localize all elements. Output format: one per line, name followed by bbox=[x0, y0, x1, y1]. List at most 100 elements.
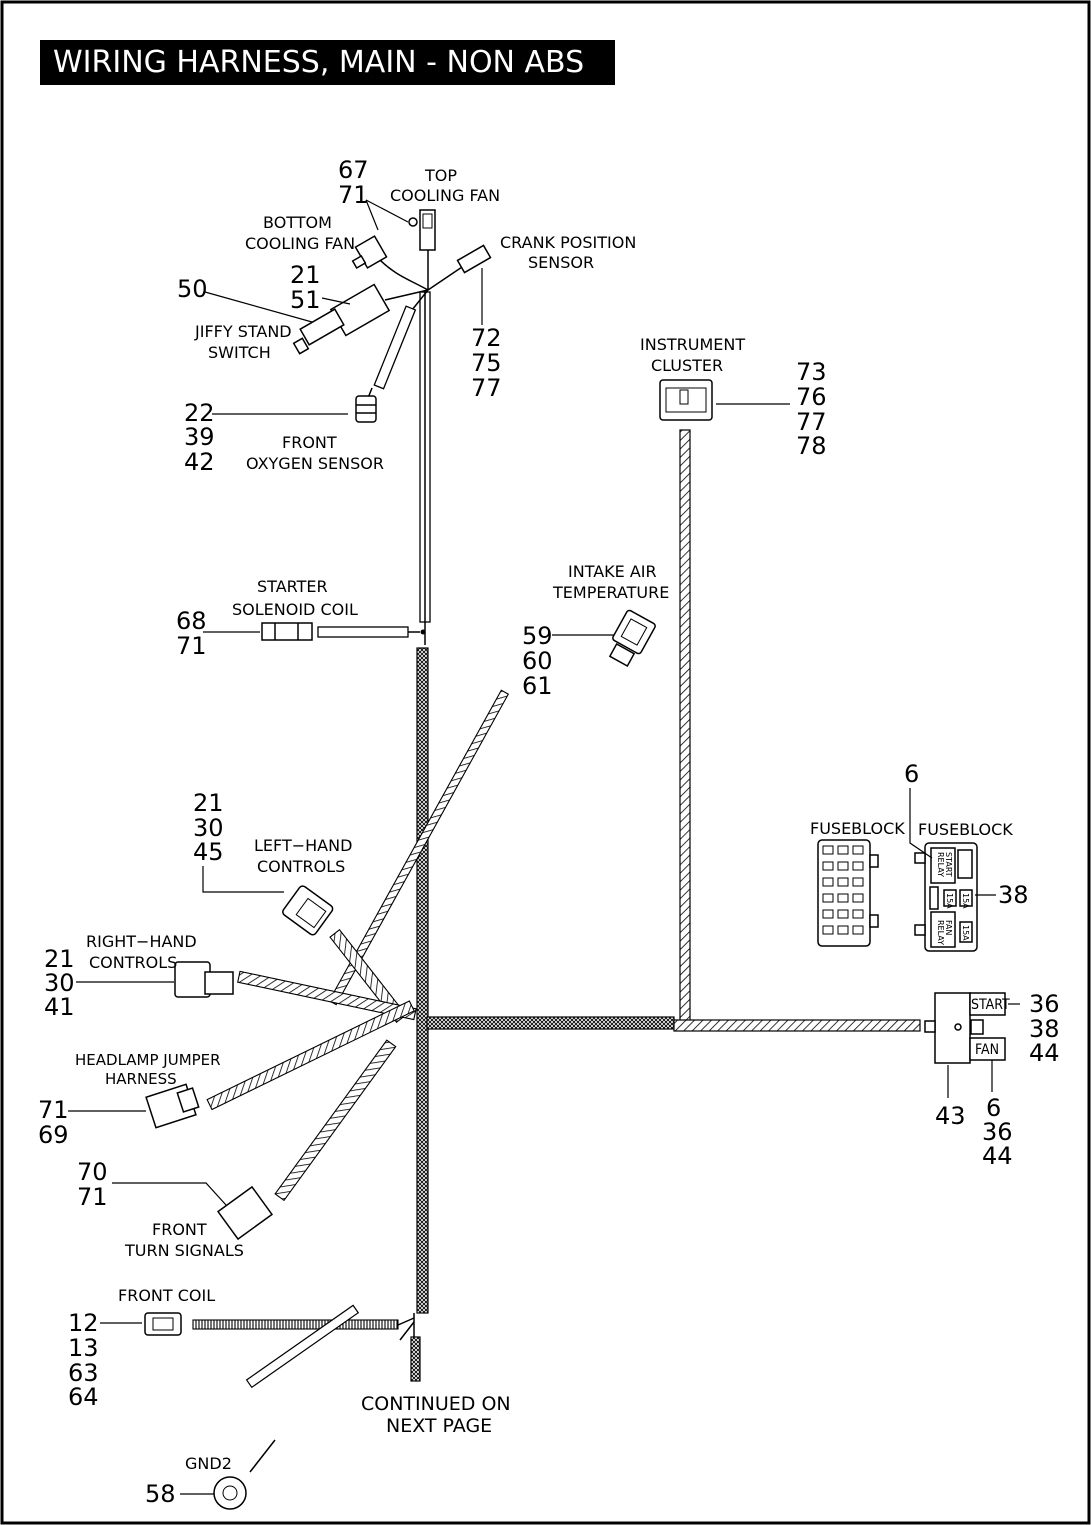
callout-76: 76 bbox=[796, 383, 827, 411]
fuse-slot bbox=[837, 909, 849, 919]
label-left-hand-1: LEFT−HAND bbox=[254, 836, 352, 855]
svg-text:FAN: FAN bbox=[944, 920, 953, 935]
intake-air-connector-base bbox=[608, 643, 636, 667]
label-crank-position-1: CRANK POSITION bbox=[500, 233, 636, 252]
callout-61: 61 bbox=[522, 672, 553, 700]
callout-44: 44 bbox=[1029, 1039, 1060, 1067]
fuse-slot bbox=[837, 893, 849, 903]
label-front-coil: FRONT COIL bbox=[118, 1286, 215, 1305]
svg-text:15A: 15A bbox=[961, 893, 970, 909]
label-top-cooling-fan-2: COOLING FAN bbox=[390, 186, 500, 205]
callout-41: 41 bbox=[44, 993, 75, 1021]
label-instrument-1: INSTRUMENT bbox=[640, 335, 745, 354]
title-banner: WIRING HARNESS, MAIN - NON ABS bbox=[40, 40, 615, 85]
label-oxygen-2: OXYGEN SENSOR bbox=[246, 454, 384, 473]
fuse-slot bbox=[852, 861, 864, 871]
callout-30b: 30 bbox=[44, 969, 75, 997]
callout-36b: 36 bbox=[982, 1118, 1013, 1146]
callout-21c: 21 bbox=[44, 945, 75, 973]
svg-text:15A: 15A bbox=[961, 925, 970, 941]
fuse-slot bbox=[852, 909, 864, 919]
callout-44b: 44 bbox=[982, 1142, 1013, 1170]
callout-38b: 38 bbox=[1029, 1015, 1060, 1043]
relay-block: START FAN bbox=[924, 992, 1010, 1064]
callout-6b: 6 bbox=[986, 1094, 1001, 1122]
callout-45: 45 bbox=[193, 838, 224, 866]
callout-77b: 77 bbox=[796, 408, 827, 436]
bottom-fan-branch bbox=[351, 235, 429, 291]
callout-22: 22 bbox=[184, 399, 215, 427]
label-jiffy-stand-1: JIFFY STAND bbox=[194, 322, 292, 341]
front-coil-branch bbox=[144, 1312, 415, 1336]
callout-73: 73 bbox=[796, 358, 827, 386]
label-continued-2: NEXT PAGE bbox=[386, 1415, 492, 1437]
label-right-hand-2: CONTROLS bbox=[89, 953, 177, 972]
fuse-slot bbox=[837, 877, 849, 887]
starter-solenoid-connector bbox=[261, 622, 313, 641]
label-intake-2: TEMPERATURE bbox=[552, 583, 669, 602]
main-trunk bbox=[410, 291, 431, 1382]
fuse-slot bbox=[822, 925, 834, 935]
fuse-slot bbox=[822, 845, 834, 855]
fuse-slot bbox=[852, 845, 864, 855]
callout-78: 78 bbox=[796, 432, 827, 460]
fuse-slot bbox=[822, 861, 834, 871]
callout-6: 6 bbox=[904, 760, 919, 788]
label-headlamp-1: HEADLAMP JUMPER bbox=[75, 1051, 221, 1069]
callout-64: 64 bbox=[68, 1383, 99, 1411]
front-oxygen-sensor-connector bbox=[355, 395, 377, 423]
callout-38: 38 bbox=[998, 881, 1029, 909]
start-relay bbox=[969, 992, 1006, 1016]
callout-77: 77 bbox=[471, 374, 502, 402]
fuseblock-right: START RELAY 15A 15A FAN RELAY 15A bbox=[914, 842, 978, 952]
callout-75: 75 bbox=[471, 349, 502, 377]
label-bottom-cooling-fan-1: BOTTOM bbox=[263, 213, 332, 232]
leader-lines bbox=[68, 199, 1020, 1495]
label-left-hand-2: CONTROLS bbox=[257, 857, 345, 876]
horizontal-branch bbox=[426, 1016, 921, 1032]
fan-relay bbox=[969, 1037, 1006, 1061]
callout-30: 30 bbox=[193, 814, 224, 842]
fuse-slot bbox=[822, 893, 834, 903]
callout-70: 70 bbox=[77, 1158, 108, 1186]
fuse-slot bbox=[852, 893, 864, 903]
lower-left-branches bbox=[145, 885, 417, 1241]
svg-text:START: START bbox=[944, 852, 953, 877]
instrument-branch bbox=[659, 379, 713, 1029]
fuse-slot bbox=[822, 877, 834, 887]
fuse-slot bbox=[852, 877, 864, 887]
start-relay-socket bbox=[930, 847, 956, 884]
page-title: WIRING HARNESS, MAIN - NON ABS bbox=[53, 45, 584, 80]
fuse-slot bbox=[837, 861, 849, 871]
label-jiffy-stand-2: SWITCH bbox=[208, 343, 271, 362]
fan-relay-socket bbox=[930, 911, 956, 948]
callout-68: 68 bbox=[176, 607, 207, 635]
callout-36: 36 bbox=[1029, 990, 1060, 1018]
fuse-slot bbox=[852, 925, 864, 935]
label-gnd2: GND2 bbox=[185, 1454, 232, 1473]
oxygen-sensor-branch bbox=[355, 289, 429, 423]
ground-branch bbox=[213, 1304, 415, 1510]
callout-50: 50 bbox=[177, 275, 208, 303]
callout-21b: 21 bbox=[193, 789, 224, 817]
intake-air-branch bbox=[328, 609, 656, 1006]
fuse-slot bbox=[837, 845, 849, 855]
label-turn-signals-1: FRONT bbox=[152, 1220, 207, 1239]
callout-60: 60 bbox=[522, 647, 553, 675]
callout-71c: 71 bbox=[38, 1096, 69, 1124]
label-fuseblock-left: FUSEBLOCK bbox=[810, 819, 905, 838]
label-top-cooling-fan-1: TOP bbox=[424, 166, 457, 185]
label-intake-1: INTAKE AIR bbox=[568, 562, 657, 581]
callout-42: 42 bbox=[184, 448, 215, 476]
label-bottom-cooling-fan-2: COOLING FAN bbox=[245, 234, 355, 253]
label-continued-1: CONTINUED ON bbox=[361, 1393, 511, 1415]
callout-71b: 71 bbox=[176, 632, 207, 660]
callout-63: 63 bbox=[68, 1359, 99, 1387]
label-starter-2: SOLENOID COIL bbox=[232, 600, 358, 619]
fan-relay-label: FAN bbox=[975, 1042, 999, 1058]
callout-12: 12 bbox=[68, 1309, 99, 1337]
callout-51: 51 bbox=[290, 286, 321, 314]
